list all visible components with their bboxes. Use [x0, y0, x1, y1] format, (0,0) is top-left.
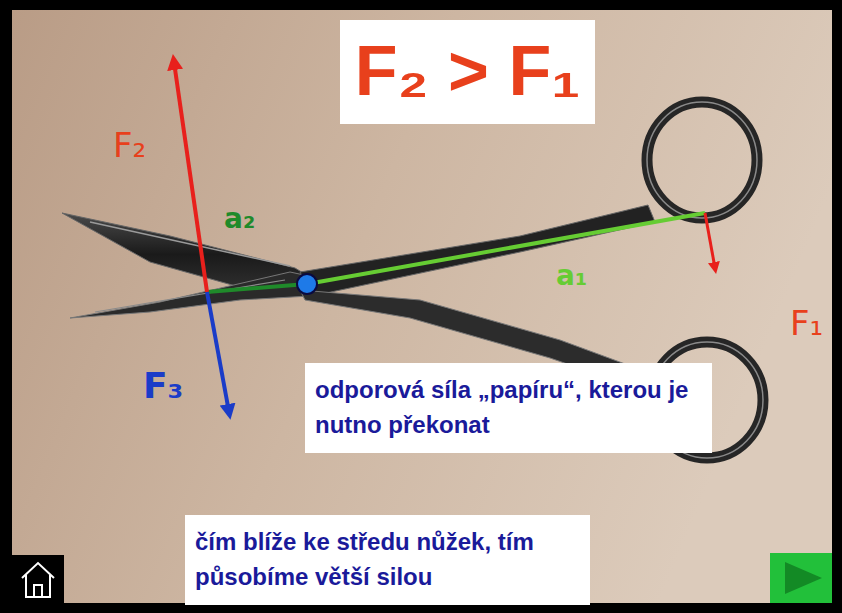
force-label: F₃: [143, 368, 183, 404]
heading-text: F₂ > F₁: [355, 28, 580, 116]
note-text: čím blíže ke středu nůžek, tím působíme …: [195, 525, 580, 595]
force-arrow: [174, 62, 207, 292]
note-text: odporová síla „papíru“, kterou je nutno …: [315, 373, 702, 443]
arm-label: a₂: [224, 205, 255, 233]
note-box: odporová síla „papíru“, kterou je nutno …: [305, 363, 712, 453]
home-button: [12, 555, 64, 603]
next-button: [770, 553, 832, 603]
note-box: čím blíže ke středu nůžek, tím působíme …: [185, 515, 590, 605]
arm-label: a₁: [556, 262, 587, 290]
force-arrow: [705, 213, 715, 268]
force-label: F₁: [790, 306, 823, 340]
pivot-point: [297, 274, 317, 294]
title-box: F₂ > F₁: [340, 20, 595, 124]
arm-a2: [207, 284, 307, 292]
force-arrow: [207, 292, 229, 412]
force-label: F₂: [113, 128, 146, 162]
scissors: [62, 102, 763, 458]
arm-a1: [307, 213, 705, 284]
